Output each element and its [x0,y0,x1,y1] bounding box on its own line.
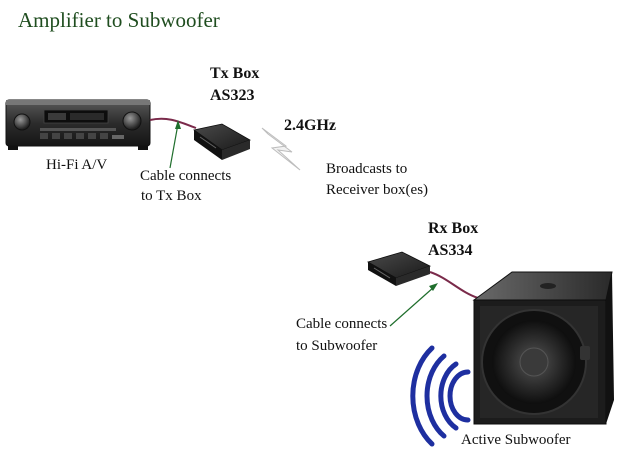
arrow-cable-tx [169,120,181,169]
subwoofer-device [472,271,614,425]
broadcast-label-line2: Receiver box(es) [326,182,429,198]
sound-waves-icon [410,345,471,447]
hifi-label: Hi-Fi A/V [46,157,108,173]
diagram-title: Amplifier to Subwoofer [18,8,220,32]
tx-box-name: Tx Box [210,65,260,82]
broadcast-label-line1: Broadcasts to [326,161,408,177]
rx-box-device [366,251,432,286]
cable-tx-label-line1: Cable connects [140,168,232,184]
subwoofer-label: Active Subwoofer [461,432,571,448]
rx-box-model: AS334 [428,242,473,259]
rx-box-name: Rx Box [428,220,479,237]
cable-sub-label-line1: Cable connects [296,316,388,332]
cable-sub-label-line2: to Subwoofer [296,338,378,354]
frequency-label: 2.4GHz [284,117,336,134]
cable-amp-to-tx [149,117,197,129]
wireless-signal-icon [261,127,301,171]
arrow-cable-sub [389,283,438,327]
tx-box-device [193,123,251,160]
cable-rx-to-sub [429,271,479,299]
cable-tx-label-line2: to Tx Box [141,188,202,204]
tx-box-model: AS323 [210,87,255,104]
amplifier-device [5,99,151,150]
